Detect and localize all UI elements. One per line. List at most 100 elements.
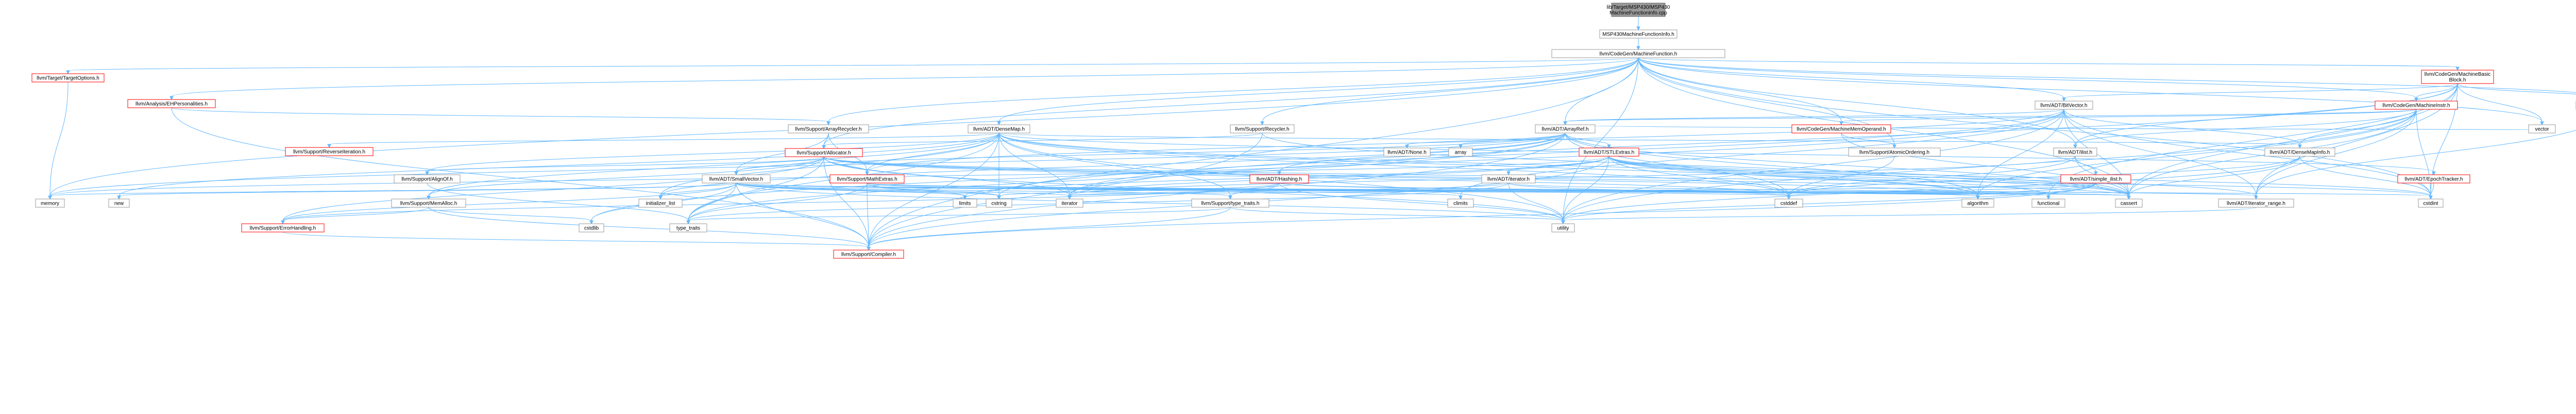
node-box [31, 73, 105, 82]
edge-line [823, 57, 1639, 146]
node-allocator[interactable]: llvm/Support/Allocator.h [785, 148, 863, 157]
node-densemapinfo[interactable]: llvm/ADT/DenseMapInfo.h [2264, 147, 2335, 157]
node-utility[interactable]: utility [1551, 223, 1575, 233]
node-densemap[interactable]: llvm/ADT/DenseMap.h [968, 124, 1030, 134]
node-algorithm[interactable]: algorithm [1961, 198, 1994, 208]
node-targetoptions[interactable]: llvm/Target/TargetOptions.h [31, 73, 105, 82]
edge-line [1565, 124, 2543, 130]
node-hashing[interactable]: llvm/ADT/Hashing.h [1249, 174, 1309, 184]
edge-line [1841, 133, 1895, 145]
node-typetraits[interactable]: type_traits [669, 223, 707, 233]
node-vector[interactable]: vector [2528, 124, 2556, 134]
node-mathextras[interactable]: llvm/Support/MathExtras.h [829, 174, 905, 184]
edge-arrowhead [826, 121, 831, 126]
node-arrayref[interactable]: llvm/ADT/ArrayRef.h [1535, 124, 1596, 134]
edge-allocator-to-smallvector [734, 156, 824, 176]
node-simpleilist[interactable]: llvm/ADT/simple_ilist.h [2060, 174, 2131, 184]
edge-cgmf-to-targetoptions [66, 57, 1639, 75]
node-climits[interactable]: climits [1447, 198, 1474, 208]
node-atomicordering[interactable]: llvm/Support/AtomicOrdering.h [1848, 147, 1941, 157]
edge-arrowhead [1607, 144, 1611, 149]
node-errorhandling[interactable]: llvm/Support/ErrorHandling.h [241, 223, 325, 233]
node-iterator[interactable]: iterator [1056, 198, 1083, 208]
node-box [241, 223, 325, 233]
edge-memalloc-to-compiler [428, 207, 871, 251]
edge-line [1841, 133, 2129, 196]
node-ehpersonalities[interactable]: llvm/Analysis/EHPersonalities.h [127, 99, 216, 108]
edge-line [1638, 57, 2543, 122]
edge-line [1977, 109, 2064, 196]
node-cstring[interactable]: cstring [986, 198, 1012, 208]
node-reverseiteration[interactable]: llvm/Support/ReverseIteration.h [285, 147, 374, 156]
node-smallvector[interactable]: llvm/ADT/SmallVector.h [702, 174, 771, 184]
node-none[interactable]: llvm/ADT/None.h [1383, 147, 1431, 157]
node-msp430mfi[interactable]: MSP430MachineFunctionInfo.h [1599, 29, 1677, 39]
node-epochtracker[interactable]: llvm/ADT/EpochTracker.h [2397, 174, 2470, 184]
node-label: llvm/Support/Compiler.h [841, 252, 896, 258]
edge-line [1638, 57, 2431, 196]
edge-arrowhead [2298, 144, 2302, 149]
node-compiler[interactable]: llvm/Support/Compiler.h [833, 250, 904, 259]
node-label: initializer_list [646, 201, 675, 207]
node-limits[interactable]: limits [953, 198, 977, 208]
edge-arrowhead [2062, 97, 2066, 102]
node-cstddef[interactable]: cstddef [1774, 198, 1803, 208]
node-box [1535, 124, 1596, 134]
node-aligntof[interactable]: llvm/Support/AlignOf.h [394, 174, 461, 184]
node-memalloc[interactable]: llvm/Support/MemAlloc.h [391, 198, 466, 208]
node-label: llvm/Target/TargetOptions.h [37, 76, 99, 81]
edge-msp430mfi-to-cgmf [1636, 38, 1640, 51]
node-label: llvm/ADT/ArrayRef.h [1541, 127, 1588, 133]
node-bitvector[interactable]: llvm/ADT/BitVector.h [2035, 101, 2093, 110]
node-label: llvm/CodeGen/MachineInstr.h [2382, 103, 2450, 109]
node-array[interactable]: array [1448, 147, 1473, 157]
node-label: cstdint [2424, 201, 2438, 207]
edge-arrowhead [867, 246, 871, 251]
edge-line [1565, 133, 1609, 145]
edge-cgmf-to-ehpersonalities [170, 57, 1639, 101]
node-box [2421, 70, 2494, 84]
edge-line [867, 183, 1978, 196]
node-cstdint[interactable]: cstdint [2418, 198, 2444, 208]
node-initlist[interactable]: initializer_list [638, 198, 683, 208]
node-label: array [1455, 150, 1467, 156]
node-label: MachineFunctionInfo.cpp [1609, 10, 1667, 16]
node-arrayrecycler[interactable]: llvm/Support/ArrayRecycler.h [788, 124, 869, 134]
node-machineinstr[interactable]: llvm/CodeGen/MachineInstr.h [2375, 101, 2458, 110]
edge-cgmf-to-machineinstr [1638, 57, 2418, 102]
node-new[interactable]: new [108, 198, 130, 208]
node-root: lib/Target/MSP430/MSP430MachineFunctionI… [1607, 3, 1670, 17]
node-stlextras[interactable]: llvm/ADT/STLExtras.h [1579, 147, 1639, 157]
node-ilist[interactable]: llvm/ADT/ilist.h [2053, 147, 2097, 157]
node-recycler[interactable]: llvm/Support/Recycler.h [1230, 124, 1295, 134]
edge-line [427, 156, 824, 172]
node-box [1383, 147, 1431, 157]
edge-line [660, 183, 737, 196]
node-label: cstdlib [584, 226, 599, 231]
node-cstdlib[interactable]: cstdlib [579, 223, 604, 233]
node-typetraitsllvm[interactable]: llvm/Support/type_traits.h [1191, 198, 1269, 208]
node-cgmf[interactable]: llvm/CodeGen/MachineFunction.h [1551, 49, 1725, 58]
node-adtiterator[interactable]: llvm/ADT/iterator.h [1481, 174, 1536, 184]
edge-line [2063, 83, 2458, 98]
node-label: algorithm [1967, 201, 1988, 207]
node-label: llvm/Support/ArrayRecycler.h [795, 127, 862, 133]
node-functional[interactable]: functional [2031, 198, 2065, 208]
edge-line [867, 183, 1461, 196]
edge-line [1508, 183, 2257, 196]
edge-layer [48, 16, 2576, 251]
edge-allocator-to-aligntof [425, 156, 824, 176]
node-machinememoperand[interactable]: llvm/CodeGen/MachineMemOperand.h [1791, 124, 1891, 134]
node-cassert[interactable]: cassert [2115, 198, 2143, 208]
edge-simpleilist-to-cassert [2095, 183, 2131, 200]
node-memory[interactable]: memory [35, 198, 65, 208]
node-box [108, 198, 130, 208]
edge-line [736, 183, 1070, 196]
node-box [1448, 147, 1473, 157]
node-iteratorrange[interactable]: llvm/ADT/iterator_range.h [2218, 198, 2294, 208]
node-label: llvm/ADT/STLExtras.h [1584, 150, 1634, 156]
edge-line [1563, 183, 2096, 221]
edge-line [2128, 156, 2300, 196]
edge-line [736, 183, 1789, 196]
